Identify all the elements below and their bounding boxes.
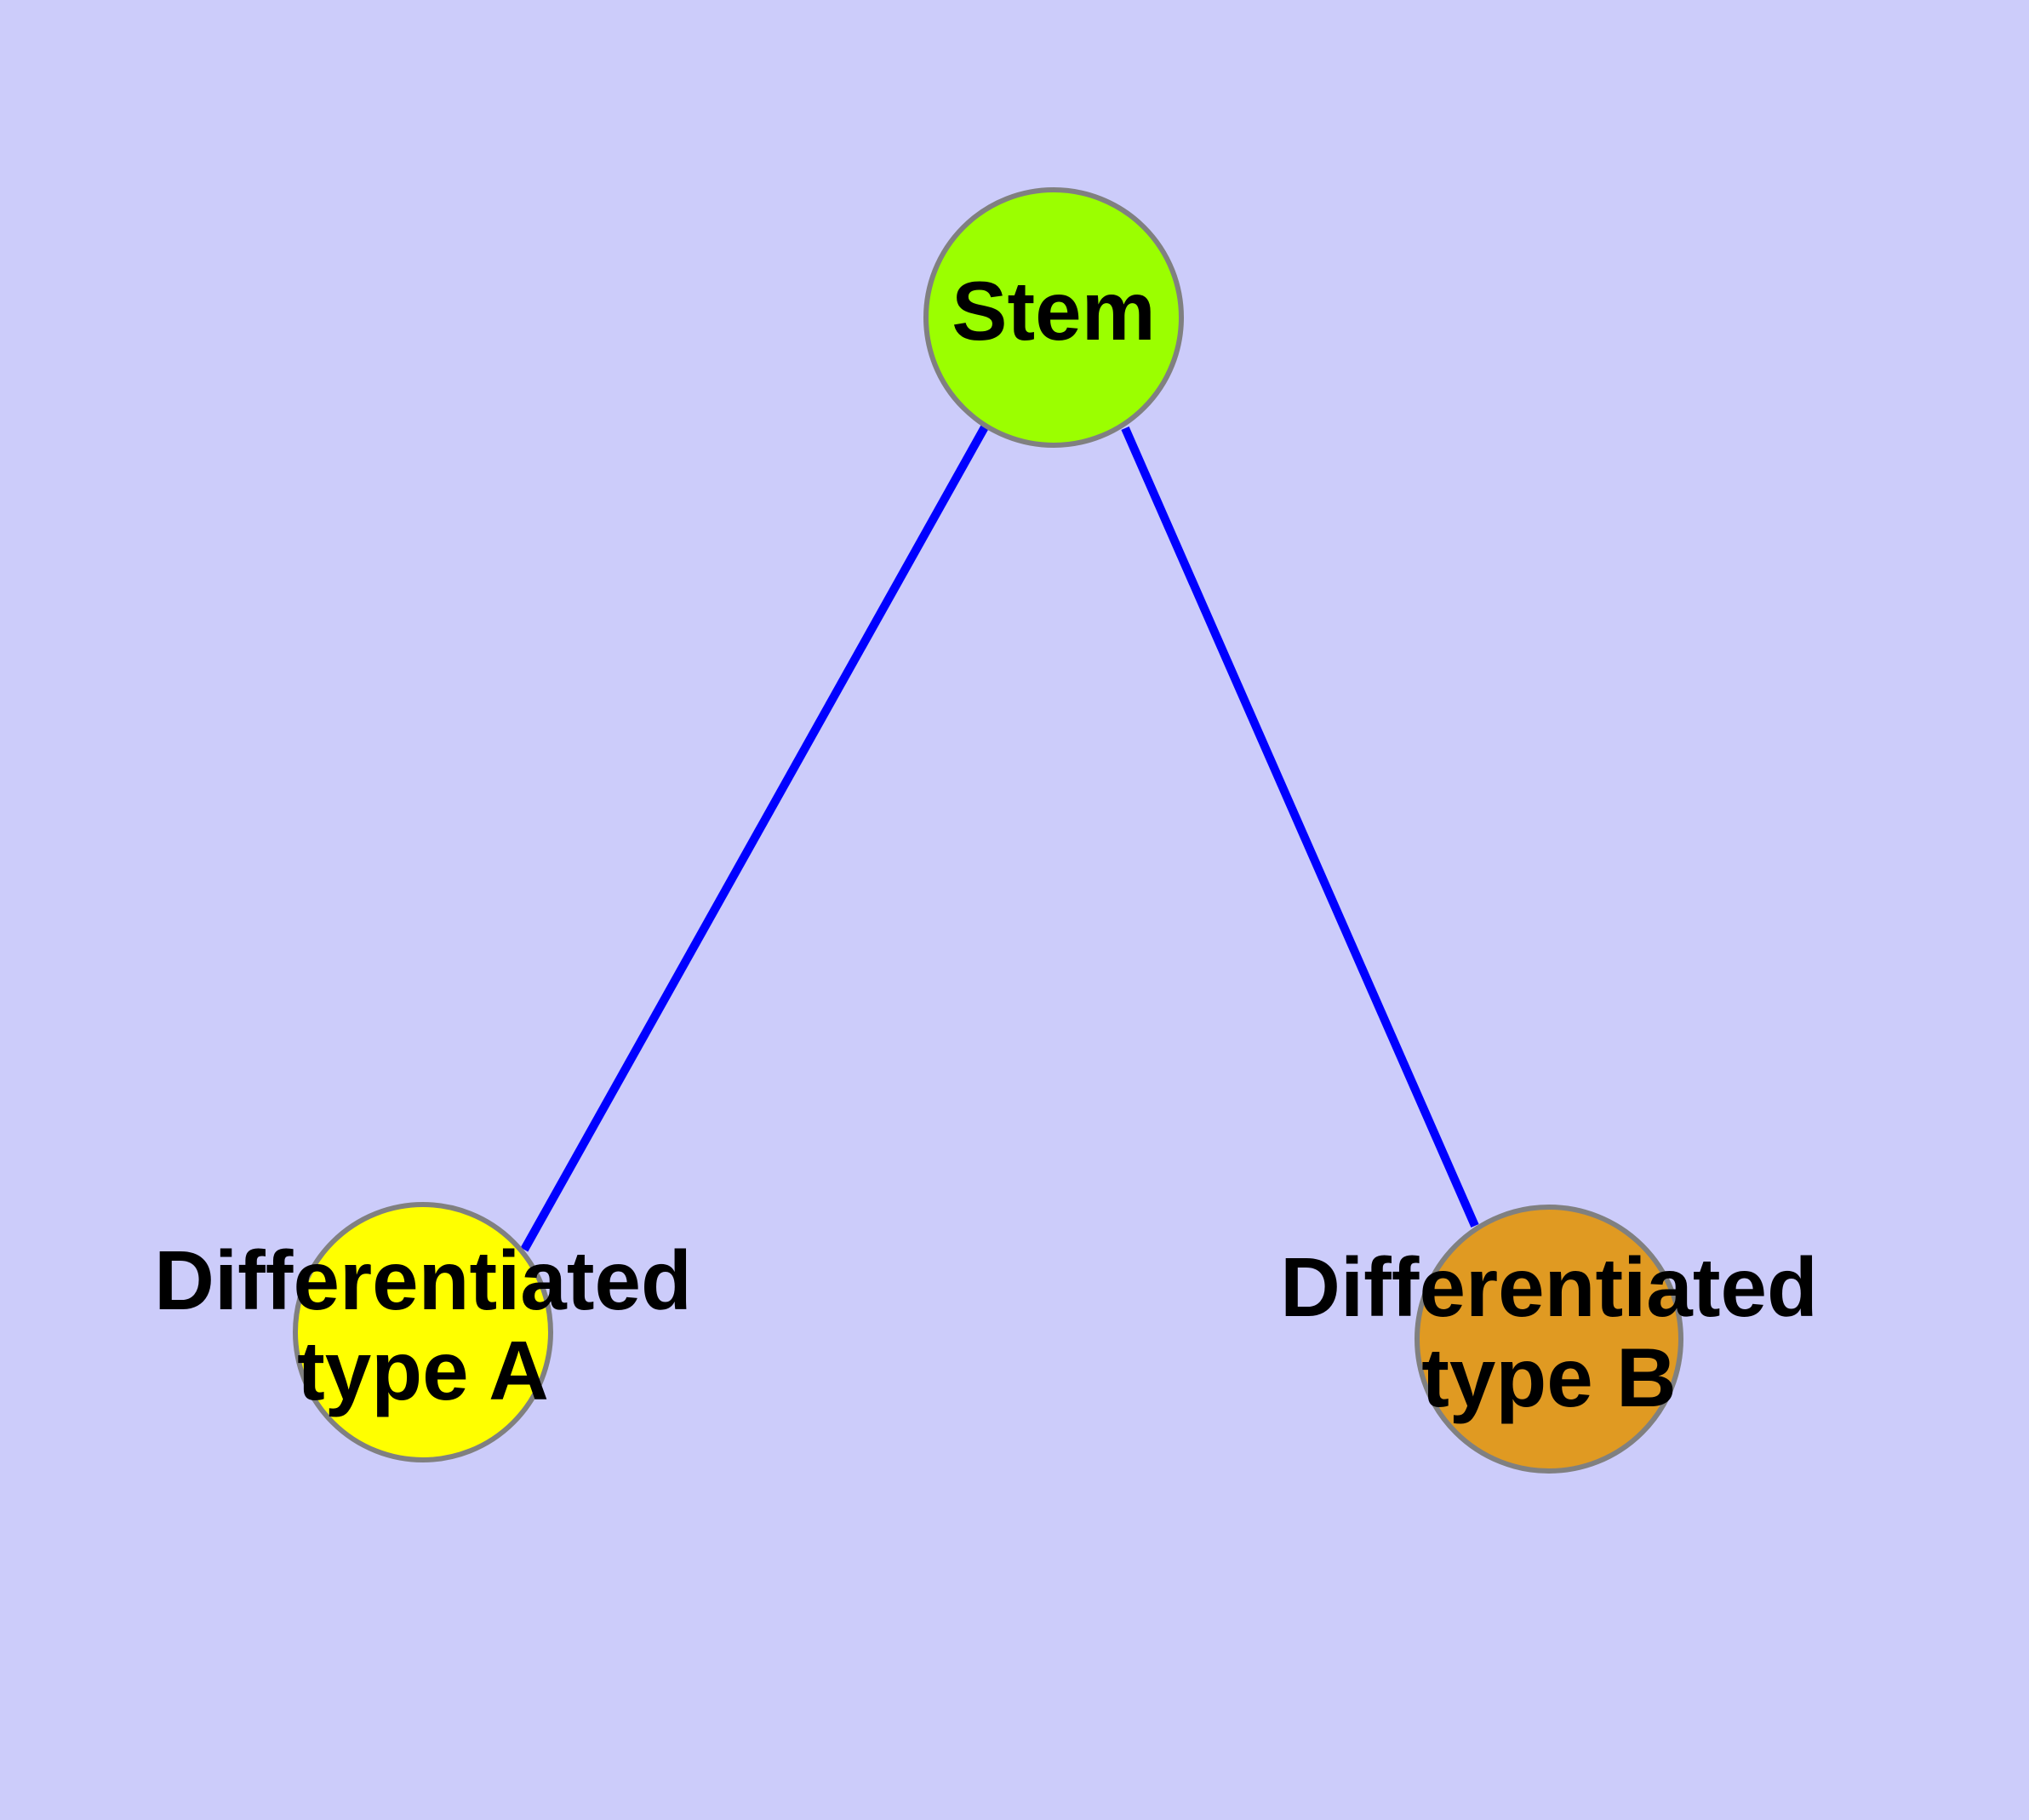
node-label-line: type A [297, 1324, 549, 1417]
node-circle-stem[interactable] [923, 187, 1184, 448]
node-label-line: Stem [952, 264, 1156, 358]
node-circle-diff_a[interactable] [293, 1202, 553, 1462]
edge-stem-diff-b[interactable] [1121, 426, 1479, 1228]
edge-stem-diff-a[interactable] [520, 423, 990, 1252]
node-circle-diff_b[interactable] [1415, 1205, 1683, 1474]
node-stem[interactable]: Stem [923, 187, 1184, 448]
node-label-stem: Stem [952, 264, 1156, 358]
node-label-line: Differentiated [1280, 1240, 1818, 1334]
node-label-line: Differentiated [154, 1233, 692, 1327]
edge-layer [520, 423, 1479, 1252]
node-label-line: type B [1421, 1331, 1677, 1424]
